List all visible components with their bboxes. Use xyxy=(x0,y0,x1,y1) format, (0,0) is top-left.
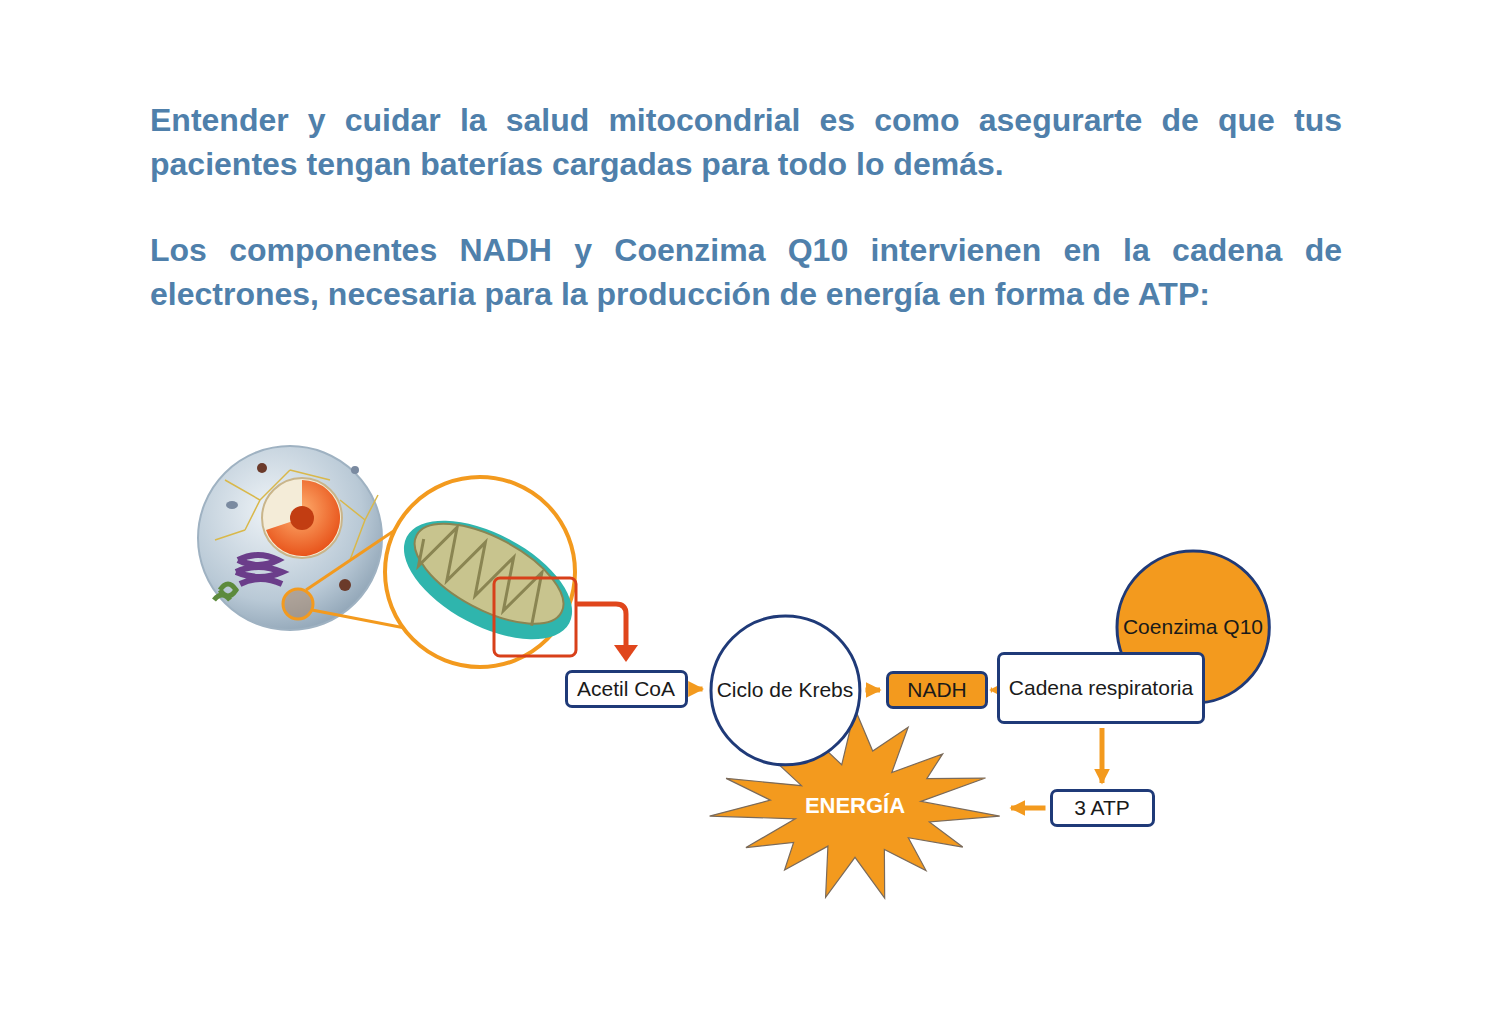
intro-paragraph: Entender y cuidar la salud mitocondrial … xyxy=(150,98,1342,186)
node-text-group: Coenzima Q10 xyxy=(1123,614,1263,639)
cycle-circle: Ciclo de Krebs xyxy=(709,614,862,767)
starburst-shape xyxy=(710,709,1000,898)
intro-paragraph: Los componentes NADH y Coenzima Q10 inte… xyxy=(150,228,1342,316)
node-text-group: Acetil CoA xyxy=(577,676,675,701)
process-box: NADH xyxy=(886,671,988,708)
flow-arrow xyxy=(1011,806,1046,811)
node-text-group: 3 ATP xyxy=(1074,795,1130,820)
circle-shape xyxy=(1117,551,1269,703)
node-text-group: ENERGÍA xyxy=(805,793,905,819)
node-text-group: NADH xyxy=(907,677,967,702)
flow-arrow xyxy=(991,687,992,692)
node-text-group: Ciclo de Krebs xyxy=(717,677,854,702)
zoom-leader xyxy=(312,610,405,628)
flow-arrow xyxy=(1100,728,1105,783)
node-label: Acetil CoA xyxy=(577,676,675,701)
mitochondrion-zoom xyxy=(385,477,591,667)
flow-arrow xyxy=(865,687,880,692)
flow-arrow xyxy=(692,687,703,692)
node-label: 3 ATP xyxy=(1074,795,1130,820)
node-label: Coenzima Q10 xyxy=(1123,614,1263,639)
node-label: Cadena respiratoria xyxy=(1009,675,1193,700)
node-label: Ciclo de Krebs xyxy=(717,677,854,702)
circle-shape xyxy=(711,616,860,765)
node-label: NADH xyxy=(907,677,967,702)
node-label: ENERGÍA xyxy=(805,793,905,819)
zoom-arrow-head xyxy=(614,645,638,662)
cell xyxy=(198,446,382,630)
process-box: 3 ATP xyxy=(1050,789,1155,827)
zoom-arrow xyxy=(576,604,626,646)
process-box: Acetil CoA xyxy=(565,670,688,708)
node-text-group: Cadena respiratoria xyxy=(1009,675,1193,700)
process-box: Cadena respiratoria xyxy=(997,652,1205,724)
